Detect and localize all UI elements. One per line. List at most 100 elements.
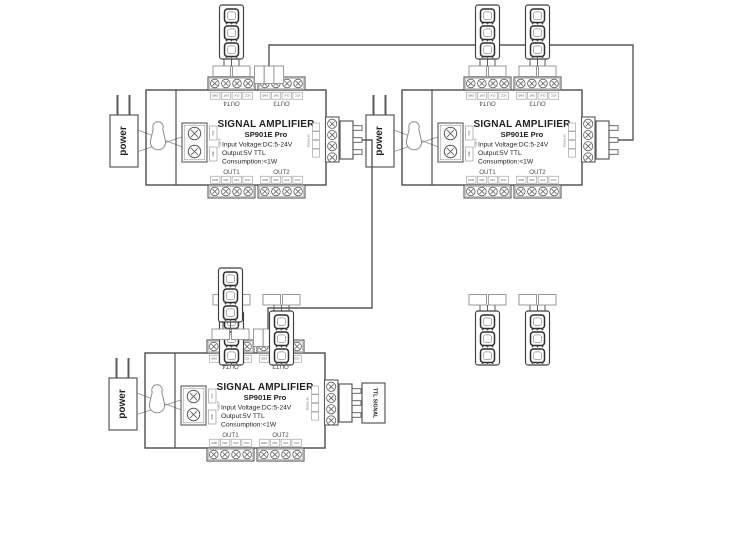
signal-in-pin-box <box>312 122 320 132</box>
pin-label-text: VCC <box>551 178 557 182</box>
device-spec-line: Output:5V TTL <box>222 150 266 157</box>
pin-label-box <box>548 175 559 184</box>
port-name: OUT2 <box>529 169 546 176</box>
power-pin-text: GND <box>213 151 215 156</box>
solder-pad <box>486 39 489 42</box>
screw-slot <box>468 80 474 87</box>
screw-terminal <box>549 78 559 89</box>
led-chip <box>479 8 496 24</box>
port-name: OUT4 <box>222 363 239 370</box>
power-terminal-inner <box>182 387 205 424</box>
screw-terminal <box>443 126 458 141</box>
screw-slot <box>284 80 290 87</box>
screw-terminal <box>326 393 337 404</box>
power-supply-body <box>108 377 138 431</box>
pin-label-box <box>537 175 548 184</box>
solder-pad <box>536 56 539 58</box>
screw-slot <box>490 188 496 195</box>
power-supply: power <box>109 95 139 168</box>
connector-housing <box>538 294 557 306</box>
screw-slot <box>295 188 301 195</box>
pin-label-box <box>210 91 221 100</box>
device-spec-line: Input Voltage:DC:5-24V <box>221 405 292 412</box>
screw-terminal <box>527 78 537 89</box>
terminal-block-inner <box>208 449 253 460</box>
led-chip <box>529 42 546 58</box>
pin-label-text: VCC <box>294 356 300 360</box>
connector-housing <box>538 65 557 77</box>
power-supply-label: power <box>118 126 129 156</box>
terminal-block-inner <box>515 186 560 197</box>
screw-terminal <box>583 118 594 129</box>
terminal-block-outline <box>256 447 305 462</box>
solder-pad <box>285 328 288 331</box>
screw-terminal <box>281 449 291 460</box>
power-supply-body <box>365 114 395 168</box>
solder-pad <box>541 345 544 348</box>
signal-in-pin-box <box>312 140 320 149</box>
pin-label-text: DAT <box>223 178 229 182</box>
pin-label-text: VCC <box>244 356 250 360</box>
solder-pad <box>225 56 228 58</box>
connector-housing <box>211 328 230 340</box>
pin-label-text: CLK <box>490 93 495 97</box>
solder-pad <box>531 56 534 58</box>
signal-in-plug <box>338 383 362 423</box>
led-chip-inner <box>483 351 492 360</box>
solder-pad <box>224 285 227 288</box>
connector-housing <box>468 294 487 306</box>
screw-slot <box>190 147 199 156</box>
plug-body <box>595 120 610 160</box>
screw-slot <box>585 143 592 150</box>
signal-in-strip: SIGNAL IN <box>306 385 319 421</box>
led-chip-inner <box>483 317 492 326</box>
solder-pad <box>541 328 544 331</box>
power-pin-text: VCC <box>469 130 471 135</box>
power-pin-box <box>208 388 217 404</box>
keyhole-slot <box>405 121 423 151</box>
port-name: OUT1 <box>479 169 496 176</box>
screw-slot <box>234 188 240 195</box>
screw-terminal <box>477 78 487 89</box>
solder-pad <box>541 39 544 42</box>
solder-pad <box>235 56 238 58</box>
terminal-block-outline <box>513 184 562 199</box>
pin-label-text: VCC <box>551 93 557 97</box>
device-model: SP901E Pro <box>244 393 287 402</box>
terminal-block-inner <box>209 186 254 197</box>
device-title: SIGNAL AMPLIFIER <box>216 382 314 393</box>
led-chip-inner <box>277 351 286 360</box>
pin-label-text: GND <box>262 93 268 97</box>
led-chip <box>273 314 290 330</box>
screw-terminal <box>583 141 594 152</box>
led-chip <box>223 8 240 24</box>
screw-terminal <box>326 415 337 426</box>
screw-terminal <box>243 186 253 197</box>
plug-body <box>338 383 353 423</box>
power-terminal-inner <box>439 124 462 161</box>
signal-in-pin-box <box>311 385 319 395</box>
power-strip-label: POWER <box>219 138 222 147</box>
screw-slot <box>329 143 336 150</box>
pin-label-box <box>220 438 231 447</box>
solder-pad <box>275 328 278 331</box>
pin-label-text: VCC <box>245 178 251 182</box>
screw-terminal <box>549 186 559 197</box>
led-chip-inner <box>483 45 492 54</box>
port-name: OUT3 <box>273 100 290 107</box>
led-chip-inner <box>226 274 235 283</box>
pin-label-box <box>242 91 253 100</box>
screw-terminal <box>466 186 476 197</box>
led-chip-inner <box>533 317 542 326</box>
led-chip <box>479 348 496 364</box>
signal-in-pin-box <box>568 148 576 158</box>
connector-housing <box>488 294 507 306</box>
screw-terminal <box>210 186 220 197</box>
wire-amp3-out3-to-amp1-signal-in <box>267 139 373 329</box>
pin-label-text: CLK <box>540 178 545 182</box>
device-spec-line: Consumption:<1W <box>221 422 277 429</box>
screw-slot <box>245 188 251 195</box>
